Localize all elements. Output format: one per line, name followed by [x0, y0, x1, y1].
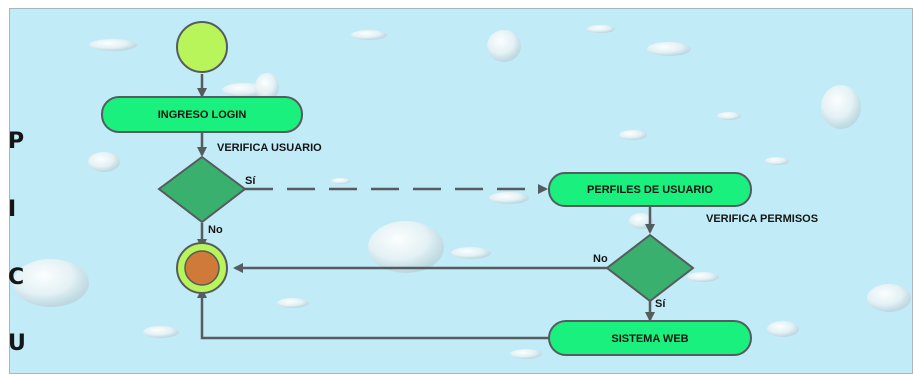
droplet: [587, 25, 615, 33]
droplet: [277, 298, 309, 308]
end-node-inner: [184, 250, 220, 286]
perfiles-de-usuario-shape: [548, 172, 752, 207]
activity-diagram: INGRESO LOGIN PERFILES DE USUARIO SISTEM…: [10, 9, 912, 373]
droplet: [489, 192, 529, 204]
droplet: [647, 42, 691, 56]
verifica-permisos-label: VERIFICA PERMISOS: [706, 213, 818, 225]
ingreso-login-shape: [101, 96, 303, 133]
droplet: [222, 83, 266, 97]
droplet: [717, 112, 741, 120]
start-node: [176, 21, 228, 73]
droplet: [765, 157, 789, 165]
droplet: [143, 326, 179, 338]
connectors: [197, 74, 655, 340]
side-letter-u: U: [8, 331, 26, 356]
droplet: [687, 272, 719, 282]
user-decision-node: [157, 155, 247, 224]
sistema-web-node: SISTEMA WEB: [548, 320, 752, 356]
verifica-usuario-label: VERIFICA USUARIO: [217, 142, 322, 154]
droplet: [821, 85, 861, 129]
droplet: [510, 349, 542, 359]
droplet: [451, 247, 491, 259]
droplet: [255, 73, 279, 101]
permission-decision-node: [605, 233, 695, 303]
diagram-background: [10, 9, 912, 373]
side-letter-i: I: [8, 197, 17, 222]
background-droplets: [13, 25, 911, 359]
sistema-web-shape: [548, 320, 752, 356]
droplet: [487, 30, 521, 62]
droplet: [13, 259, 89, 307]
perfiles-de-usuario-node: PERFILES DE USUARIO: [548, 172, 752, 207]
droplet: [88, 152, 120, 172]
ingreso-login-label: INGRESO LOGIN: [158, 109, 247, 121]
arrow-sistema-to-end: [197, 288, 549, 340]
no-permission-label: No: [593, 253, 608, 265]
droplet: [867, 284, 911, 312]
diagram-canvas: INGRESO LOGIN PERFILES DE USUARIO SISTEM…: [9, 8, 913, 374]
side-letter-c: C: [8, 265, 25, 290]
droplet: [368, 221, 444, 273]
yes-permission-label: Sí: [655, 298, 666, 310]
droplet: [351, 30, 387, 40]
droplet: [619, 130, 647, 140]
droplet: [89, 39, 137, 51]
droplet: [331, 178, 351, 184]
sistema-web-label: SISTEMA WEB: [611, 333, 688, 345]
end-node: [176, 242, 228, 294]
droplet: [767, 321, 799, 337]
no-user-label: No: [208, 224, 223, 236]
side-letter-p: P: [8, 129, 25, 154]
yes-user-label: Sí: [245, 175, 256, 187]
perfiles-de-usuario-label: PERFILES DE USUARIO: [587, 184, 713, 196]
ingreso-login-node: INGRESO LOGIN: [101, 96, 303, 133]
